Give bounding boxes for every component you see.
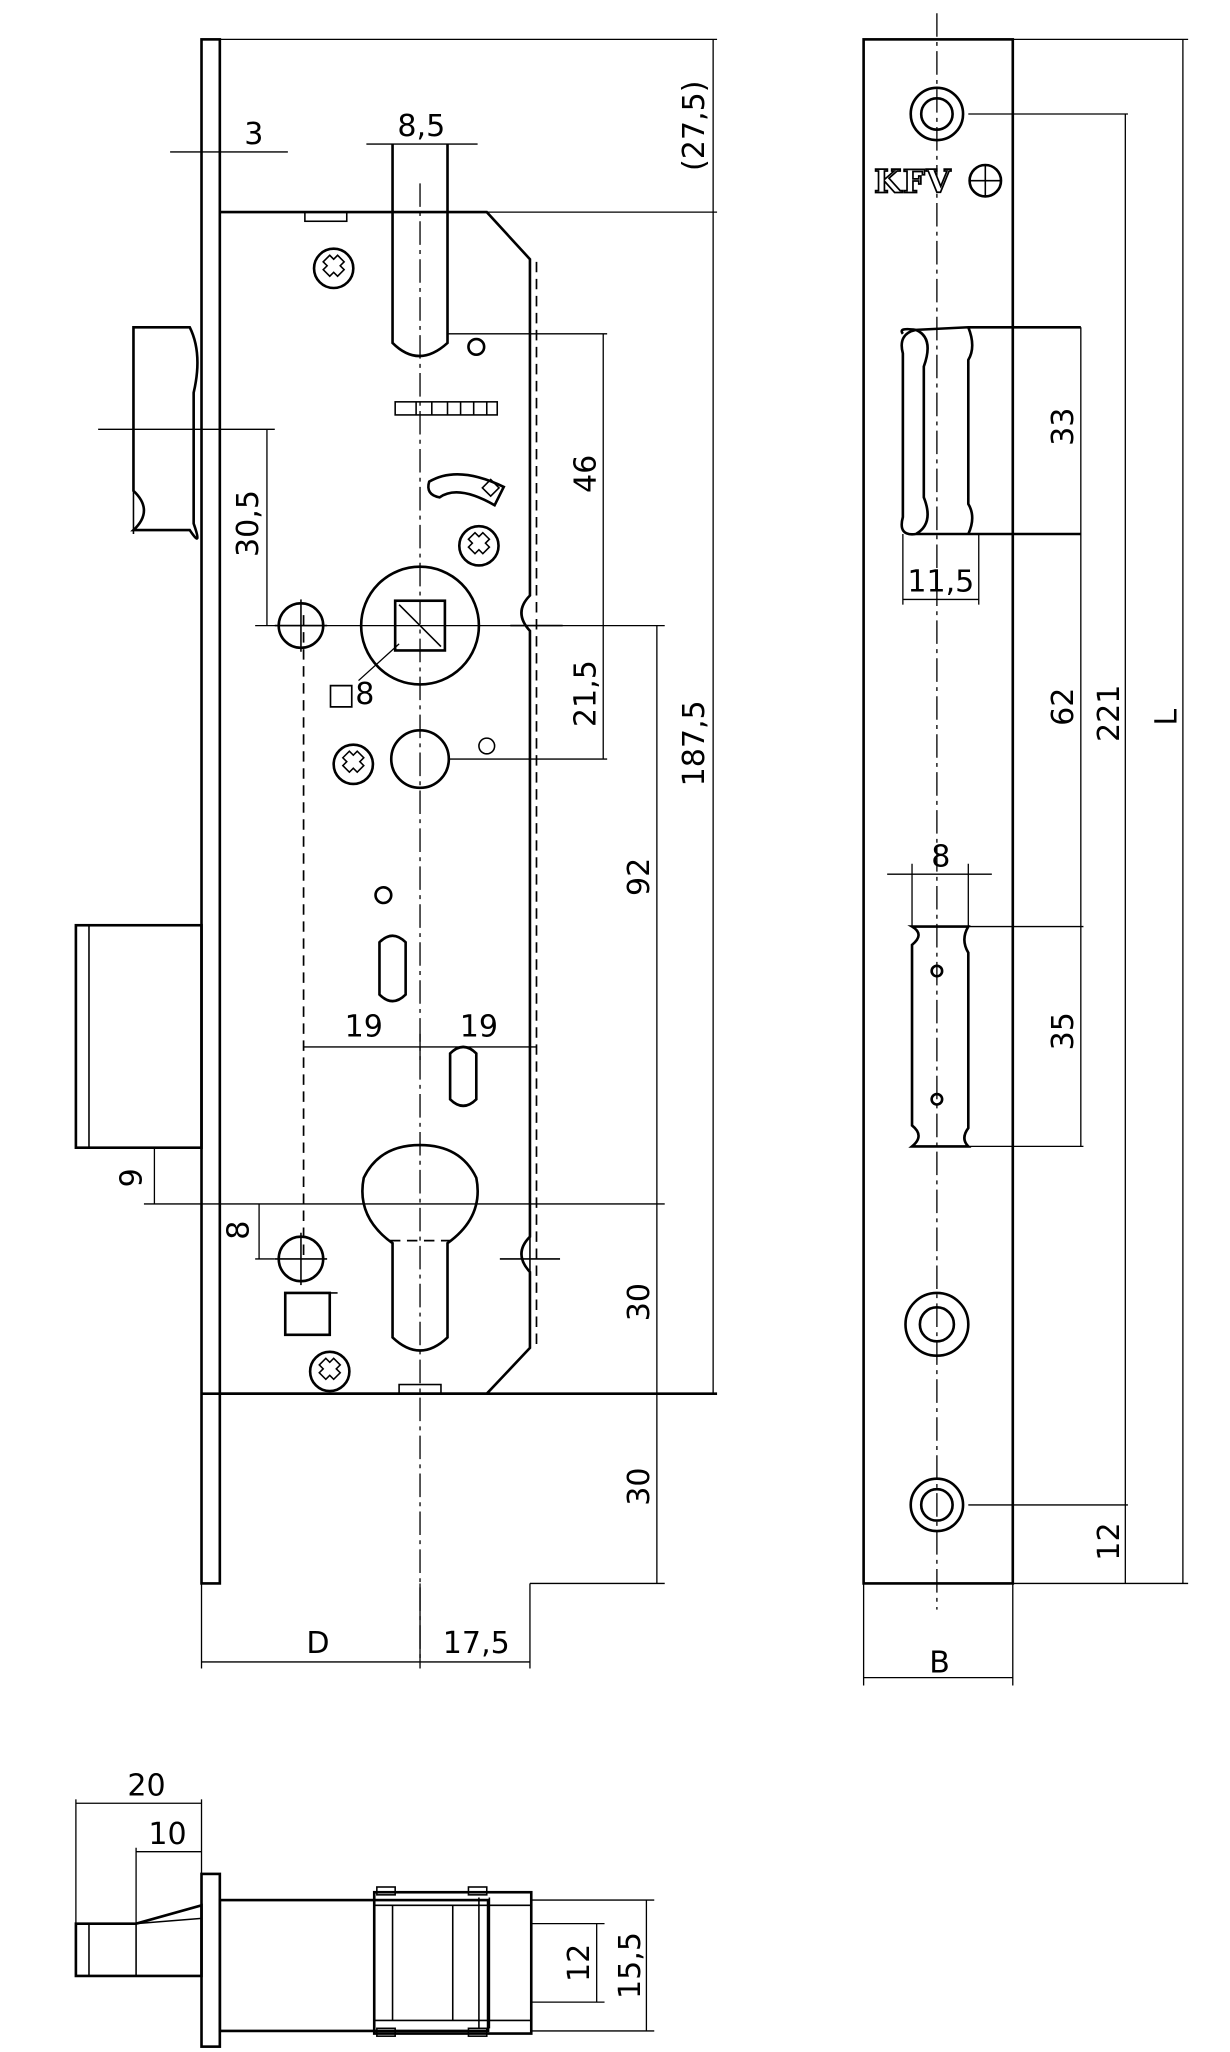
dim-screw-hole-spacing: 221 — [1092, 685, 1127, 742]
bottom-dimension-labels: 20 10 12 15,5 — [127, 1768, 647, 1999]
catch-block — [283, 1291, 332, 1337]
fixing-hole-lower — [274, 1232, 328, 1286]
bolt-opening — [907, 925, 972, 1148]
dim-top-offset: (27,5) — [677, 81, 712, 171]
cylinder-cutout — [361, 1143, 479, 1352]
dim-bolt-offset: 9 — [114, 1168, 149, 1187]
dim-bottom-extension: 30 — [622, 1467, 657, 1505]
screw-top-left — [312, 247, 355, 290]
pin-hole-mid — [478, 737, 496, 755]
guide-slot-lower — [448, 1045, 478, 1108]
screw-mid-right — [457, 524, 500, 567]
pin-hole-top — [467, 337, 486, 357]
faceplate-hole-mid — [904, 1291, 970, 1358]
faceplate-hole-bottom — [909, 1477, 965, 1533]
dim-latch-depth: 11,5 — [907, 565, 974, 600]
dim-bolt-width: 8 — [931, 839, 950, 874]
bottom-dimensions — [75, 1799, 655, 2032]
side-dimension-labels: 33 11,5 62 221 L 8 35 12 B — [907, 408, 1184, 1681]
side-dimensions — [862, 38, 1189, 1686]
dim-latch-projection: 10 — [148, 1817, 186, 1852]
screw-mid-left — [332, 743, 375, 786]
dim-bolt-slot-width: 8,5 — [397, 109, 445, 144]
dim-bolt-projection: 20 — [127, 1768, 165, 1803]
dim-faceplate-to-center: 17,5 — [443, 1626, 510, 1661]
pin-hole-low — [374, 885, 393, 905]
dim-spindle-to-screw: 21,5 — [568, 660, 603, 727]
dim-screw-spacing-left: 19 — [345, 1009, 383, 1044]
kfv-logo: KFV — [874, 164, 952, 200]
dim-bolt-thickness: 12 — [562, 1944, 597, 1982]
front-dimensions — [98, 38, 718, 1669]
bottom-view — [74, 1872, 533, 2048]
dim-screw-spacing-right: 19 — [460, 1009, 498, 1044]
bottom-faceplate — [200, 1872, 222, 2048]
bottom-tab — [398, 1383, 442, 1395]
latch-bolt — [130, 325, 199, 540]
rack-strip — [394, 401, 499, 416]
faceplate-front — [862, 38, 1015, 1585]
guide-slot-upper — [378, 934, 407, 1003]
dim-bolt-height: 35 — [1046, 1012, 1081, 1050]
dim-case-thickness: 15,5 — [613, 1932, 648, 1999]
side-view: KFV — [862, 13, 1084, 1610]
dim-backset: D — [306, 1626, 329, 1661]
dim-faceplate-thickness: 3 — [244, 117, 263, 152]
dim-latch-to-bolt: 62 — [1046, 688, 1081, 726]
lock-case — [219, 210, 532, 1396]
dim-cylinder-to-bottom: 30 — [622, 1283, 657, 1321]
front-view — [74, 38, 718, 1662]
latch-opening — [900, 325, 1081, 536]
dim-bottom-hole-offset: 12 — [1092, 1522, 1127, 1560]
front-dimension-labels: 3 8,5 (27,5) 30,5 46 21,5 □8 187,5 92 19… — [114, 81, 712, 1661]
bolt-screw-bottom — [930, 1092, 944, 1106]
faceplate-hole-top — [909, 86, 965, 142]
bolt-screw-top — [930, 964, 944, 978]
dim-spindle-to-latch: 46 — [568, 455, 603, 493]
dim-overall-case: 187,5 — [677, 700, 712, 786]
bottom-case — [218, 1898, 490, 2033]
dim-faceplate-length: L — [1149, 709, 1184, 726]
kfv-cross-icon — [968, 163, 1003, 198]
dim-lever-offset: 30,5 — [231, 490, 266, 557]
lever-cam — [427, 473, 506, 508]
dim-screw-offset: 8 — [222, 1221, 257, 1240]
dim-latch-height: 33 — [1046, 408, 1081, 446]
dim-faceplate-width: B — [929, 1645, 950, 1680]
bottom-bolt — [74, 1903, 203, 1978]
dead-bolt — [74, 923, 203, 1150]
faceplate — [200, 38, 222, 1585]
dim-spindle-square: □8 — [327, 677, 375, 712]
screw-bottom-left — [308, 1350, 351, 1393]
bottom-bracket — [372, 1890, 533, 2035]
dim-backset-distance: 92 — [622, 858, 657, 896]
top-tab — [304, 211, 348, 223]
